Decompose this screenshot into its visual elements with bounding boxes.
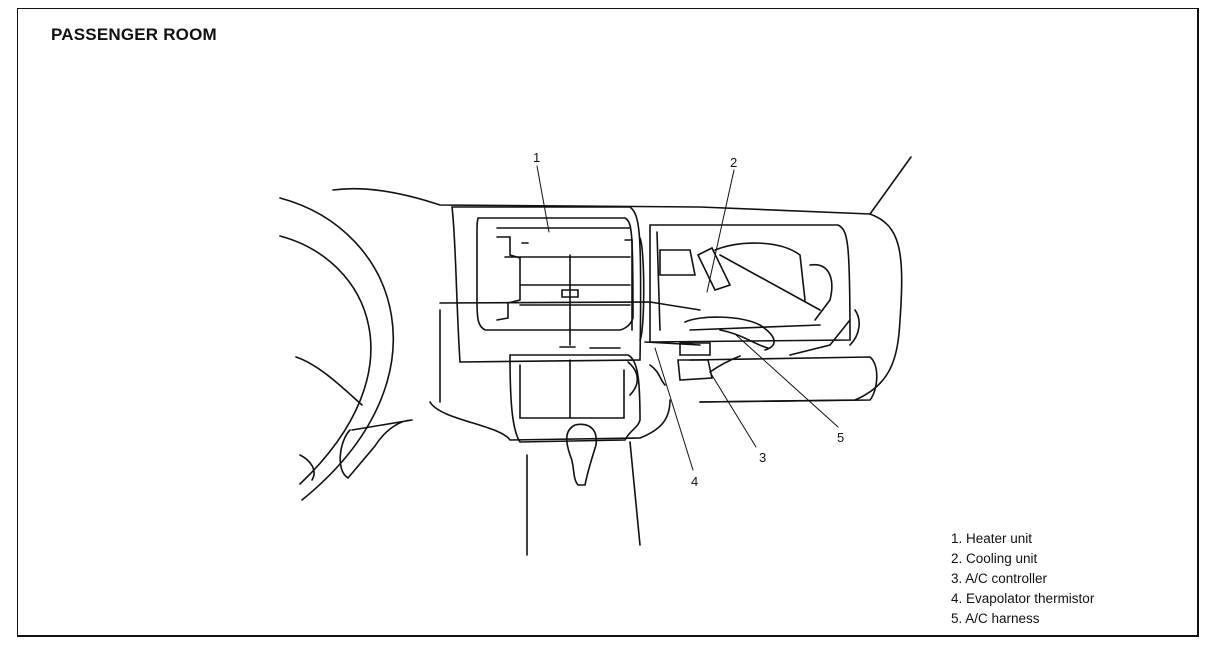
gear-shifter (565, 423, 598, 486)
leader-line-3 (709, 371, 757, 448)
dash-lower-line (429, 309, 671, 441)
glovebox-lid (689, 356, 878, 403)
callout-3: 3 (759, 450, 766, 465)
leader-line-5 (734, 333, 839, 428)
heater-panel (451, 206, 642, 363)
dashboard-outline (332, 187, 903, 403)
heater-unit (476, 217, 634, 331)
callout-5: 5 (837, 430, 844, 445)
windshield-line (869, 156, 912, 215)
callout-4: 4 (691, 474, 698, 489)
leader-line-2 (706, 169, 735, 293)
callout-2: 2 (730, 155, 737, 170)
evaporator-thermistor (644, 341, 711, 356)
center-console (509, 354, 641, 443)
diagram-title: PASSENGER ROOM (51, 25, 217, 44)
legend: 1. Heater unit 2. Cooling unit 3. A/C co… (951, 529, 1094, 629)
legend-item: 1. Heater unit (951, 531, 1033, 546)
ac-harness (719, 329, 769, 349)
steering-wheel-outer (279, 197, 394, 501)
steering-wheel-inner (279, 235, 372, 485)
legend-item: 4. Evapolator thermistor (951, 591, 1095, 606)
glovebox-opening (649, 224, 851, 343)
legend-item: 3. A/C controller (951, 571, 1048, 586)
cooling-unit (659, 242, 833, 351)
diagram-frame (17, 8, 1199, 637)
callout-1: 1 (533, 150, 540, 165)
legend-item: 5. A/C harness (951, 611, 1040, 626)
steering-wheel-spoke (295, 356, 413, 480)
legend-item: 2. Cooling unit (951, 551, 1038, 566)
leader-line-1 (536, 165, 550, 233)
leader-line-4 (654, 347, 694, 471)
